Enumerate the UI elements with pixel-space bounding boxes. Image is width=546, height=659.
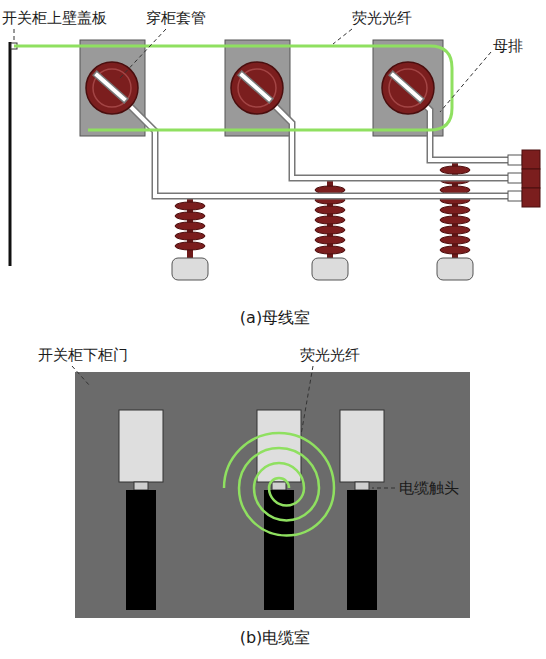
fluorescent-fiber: [14, 46, 452, 130]
part-label: 母排: [493, 37, 523, 55]
sub-caption: (b)电缆室: [2, 629, 546, 647]
bushing-boxes: [80, 40, 443, 136]
busbars: [112, 88, 508, 196]
part-label: 荧光光纤: [352, 9, 412, 27]
part-label: 荧光光纤: [300, 346, 360, 364]
bushings: [86, 62, 434, 114]
lower-door: [75, 372, 470, 618]
sub-caption: (a)母线室: [2, 309, 546, 327]
part-label: 穿柜套管: [146, 9, 206, 27]
part-label: 开关柜上壁盖板: [2, 9, 107, 27]
leader-lines: [14, 29, 491, 112]
part-label: 电缆触头: [399, 479, 459, 497]
fluorescent-fiber-coil: [224, 433, 334, 536]
part-label: 开关柜下柜门: [38, 346, 128, 364]
leader-lines: [72, 366, 395, 488]
cable-heads: [119, 410, 384, 610]
top-cover-plate: [9, 42, 12, 266]
terminal-block: [508, 150, 540, 207]
